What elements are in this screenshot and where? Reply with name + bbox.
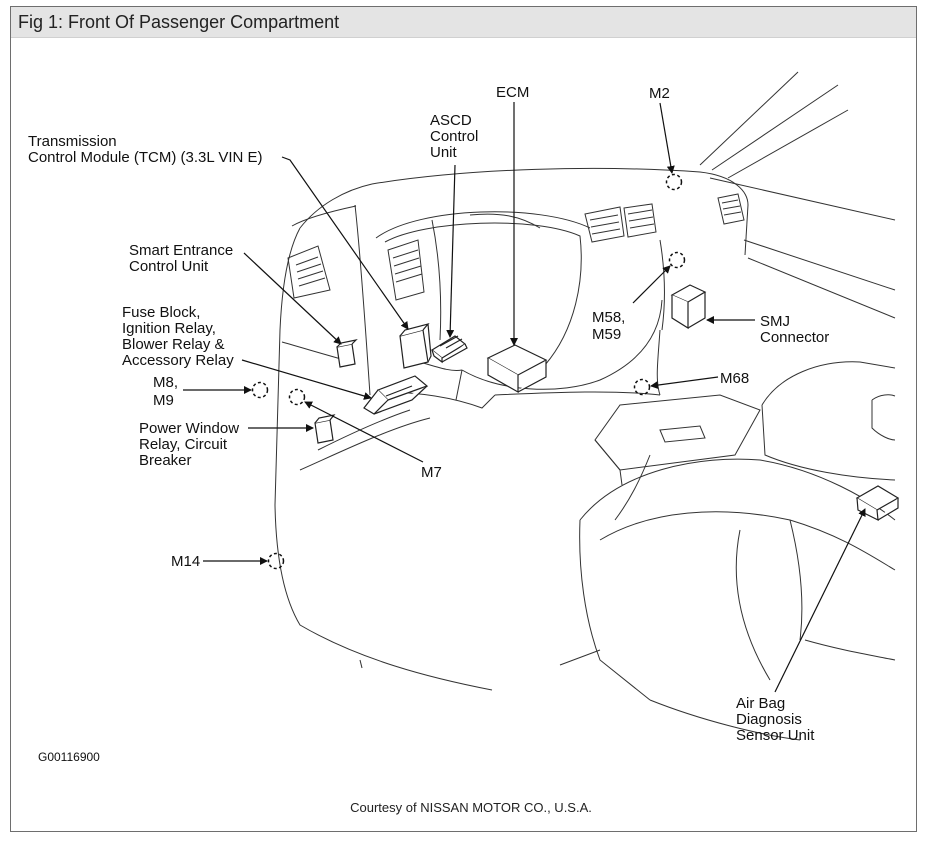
callout-labels: Transmission Control Module (TCM) (3.3L … (28, 84, 829, 764)
m14-label: M14 (171, 553, 200, 570)
m14-connector-marker (267, 552, 285, 570)
smj-connector-component (670, 284, 707, 330)
tcm-leader (281, 156, 409, 330)
tcm-label: Transmission Control Module (TCM) (3.3L … (28, 133, 263, 166)
fuse-block-label: Fuse Block, Ignition Relay, Blower Relay… (122, 304, 234, 369)
figure-title: Fig 1: Front Of Passenger Compartment (18, 12, 340, 32)
components (314, 284, 900, 522)
title-bar: Fig 1: Front Of Passenger Compartment (11, 7, 916, 38)
air-bag-sensor-component (855, 485, 900, 522)
m68-leader (650, 376, 719, 390)
vehicle-line-art (274, 71, 896, 741)
ecm-label: ECM (496, 84, 529, 101)
smart-entrance-leader (243, 252, 342, 345)
power-window-relay-component (314, 414, 336, 444)
m68-connector-marker (633, 378, 651, 396)
leader-lines (183, 102, 866, 693)
tcm-component (399, 322, 432, 369)
ecm-component (486, 344, 548, 394)
m58-m59-leader (632, 265, 671, 304)
m8-m9-connector-marker (251, 381, 269, 399)
m7-label: M7 (421, 464, 442, 481)
m58-m59-label: M58, M59 (592, 309, 630, 343)
m7-connector-marker (288, 388, 306, 406)
air-bag-leader (774, 508, 866, 693)
m7-leader (304, 401, 424, 463)
m2-label: M2 (649, 85, 670, 102)
m2-connector-marker (665, 173, 683, 191)
ascd-control-unit-component (430, 335, 468, 364)
smj-label: SMJ Connector (760, 313, 829, 346)
fuse-block-leader (241, 359, 372, 400)
connector-markers (251, 173, 686, 570)
figure-frame: Fig 1: Front Of Passenger Compartment (10, 6, 917, 832)
credit-line: Courtesy of NISSAN MOTOR CO., U.S.A. (350, 800, 592, 815)
m8-m9-label: M8, M9 (153, 374, 182, 409)
figure-id: G00116900 (38, 750, 100, 764)
m2-leader (659, 102, 675, 174)
smart-entrance-label: Smart Entrance Control Unit (129, 242, 237, 275)
fuse-block-component (363, 375, 429, 415)
m58-m59-connector-marker (668, 251, 686, 269)
power-window-label: Power Window Relay, Circuit Breaker (139, 420, 243, 469)
m68-label: M68 (720, 370, 749, 387)
ascd-label: ASCD Control Unit (430, 112, 483, 161)
smart-entrance-control-unit-component (336, 339, 358, 368)
air-bag-label: Air Bag Diagnosis Sensor Unit (736, 695, 815, 744)
ascd-leader (446, 164, 456, 338)
